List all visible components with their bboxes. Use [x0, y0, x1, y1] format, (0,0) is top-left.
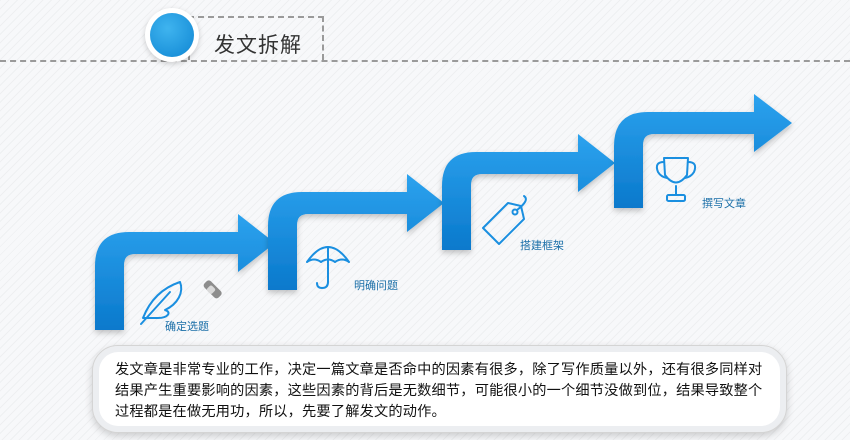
step-arrow-2 — [268, 174, 444, 290]
header-dashed-line — [0, 60, 850, 62]
feather-pen-icon — [140, 281, 183, 325]
ink-pen-icon — [203, 280, 222, 299]
price-tag-icon — [482, 195, 527, 245]
trophy-icon — [655, 157, 697, 202]
step-arrow-4 — [614, 94, 792, 208]
umbrella-icon — [306, 246, 350, 289]
step-label-1: 确定选题 — [165, 320, 209, 333]
page-title: 发文拆解 — [214, 33, 302, 57]
step-label-4: 撰写文章 — [702, 197, 746, 210]
description-panel: 发文章是非常专业的工作，决定一篇文章是否命中的因素有很多，除了写作质量以外，还有… — [92, 345, 787, 433]
step-label-3: 搭建框架 — [520, 239, 564, 252]
description-text: 发文章是非常专业的工作，决定一篇文章是否命中的因素有很多，除了写作质量以外，还有… — [115, 362, 763, 420]
step-arrow-3 — [442, 134, 615, 250]
step-arrow-1 — [95, 214, 275, 330]
header-circle-icon — [150, 13, 194, 57]
step-label-2: 明确问题 — [354, 279, 398, 292]
